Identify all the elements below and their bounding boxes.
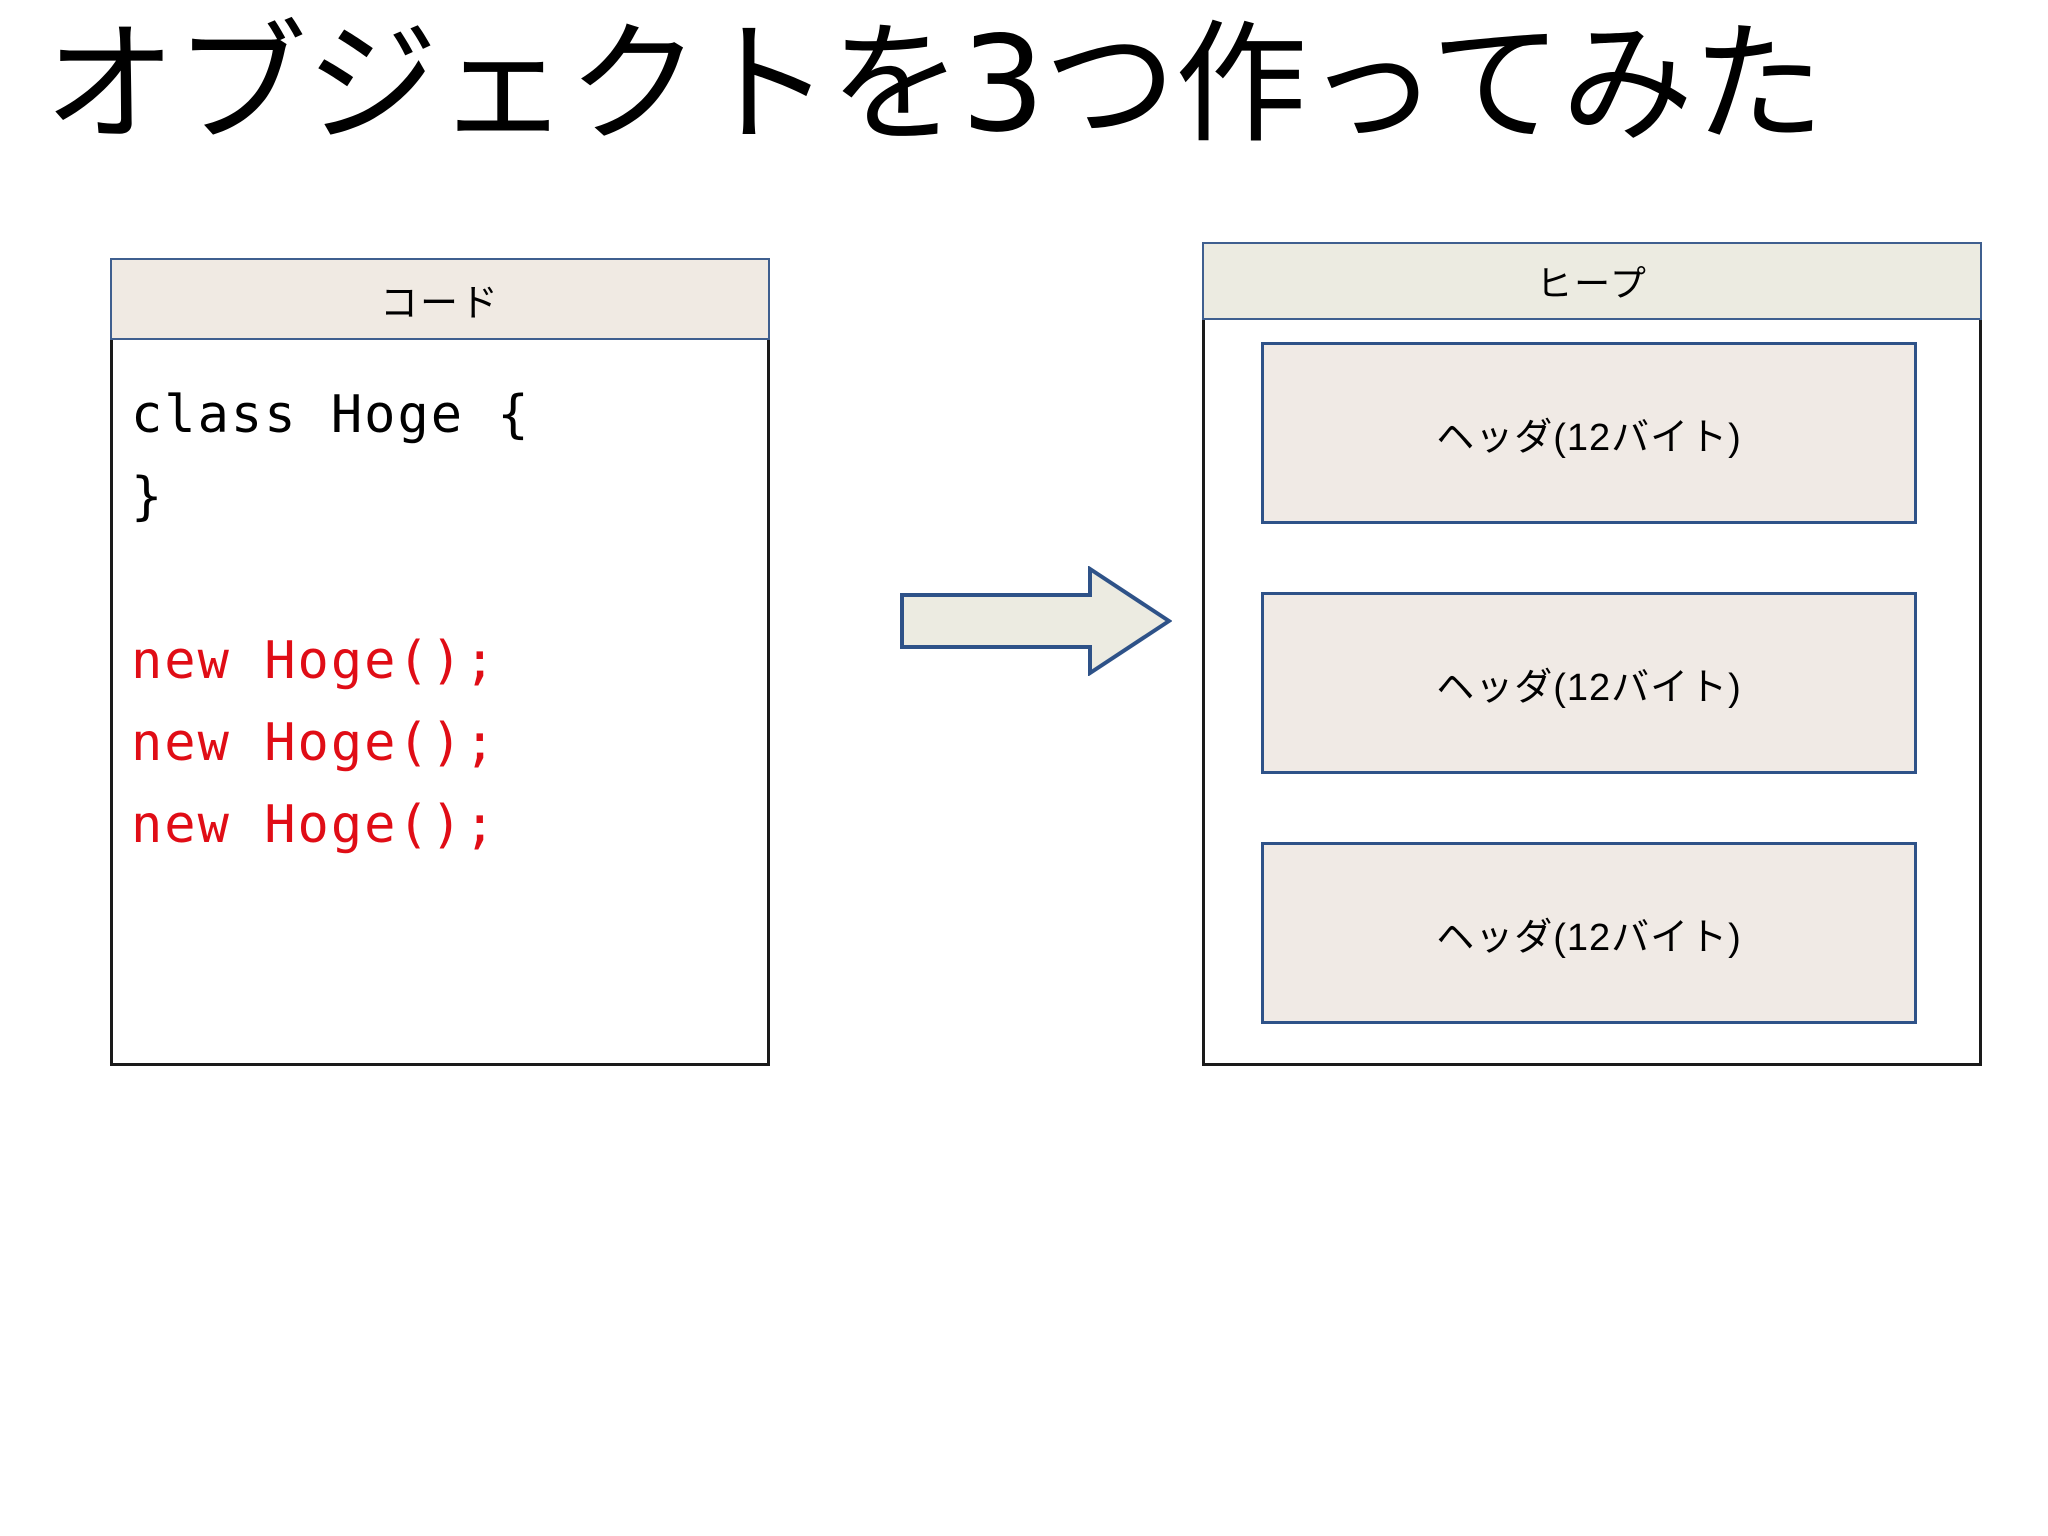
heap-object-label: ヘッダ(12バイト) (1436, 666, 1742, 709)
code-panel-header-label: コード (379, 282, 500, 325)
code-line: } (131, 467, 165, 527)
heap-object-box: ヘッダ(12バイト) (1261, 842, 1917, 1024)
code-panel-header: コード (110, 258, 770, 340)
heap-panel-body: ヘッダ(12バイト) ヘッダ(12バイト) ヘッダ(12バイト) (1202, 320, 1982, 1066)
heap-panel-header-label: ヒープ (1536, 263, 1648, 304)
heap-object-box: ヘッダ(12バイト) (1261, 342, 1917, 524)
code-line-blank (131, 538, 767, 620)
code-line-new-hoge: new Hoge(); (131, 795, 498, 855)
heap-object-label: ヘッダ(12バイト) (1436, 916, 1742, 959)
code-panel-body: class Hoge { } new Hoge(); new Hoge(); n… (110, 340, 770, 1066)
code-line-new-hoge: new Hoge(); (131, 713, 498, 773)
code-line-new-hoge: new Hoge(); (131, 631, 498, 691)
heap-object-box: ヘッダ(12バイト) (1261, 592, 1917, 774)
heap-panel: ヒープ ヘッダ(12バイト) ヘッダ(12バイト) ヘッダ(12バイト) (1202, 242, 1982, 1066)
right-arrow-icon (900, 565, 1173, 677)
heap-panel-header: ヒープ (1202, 242, 1982, 320)
heap-object-label: ヘッダ(12バイト) (1436, 416, 1742, 459)
page-title: オブジェクトを3つ作ってみた (44, 8, 1824, 162)
code-line: class Hoge { (131, 385, 531, 445)
code-panel: コード class Hoge { } new Hoge(); new Hoge(… (110, 258, 770, 1066)
